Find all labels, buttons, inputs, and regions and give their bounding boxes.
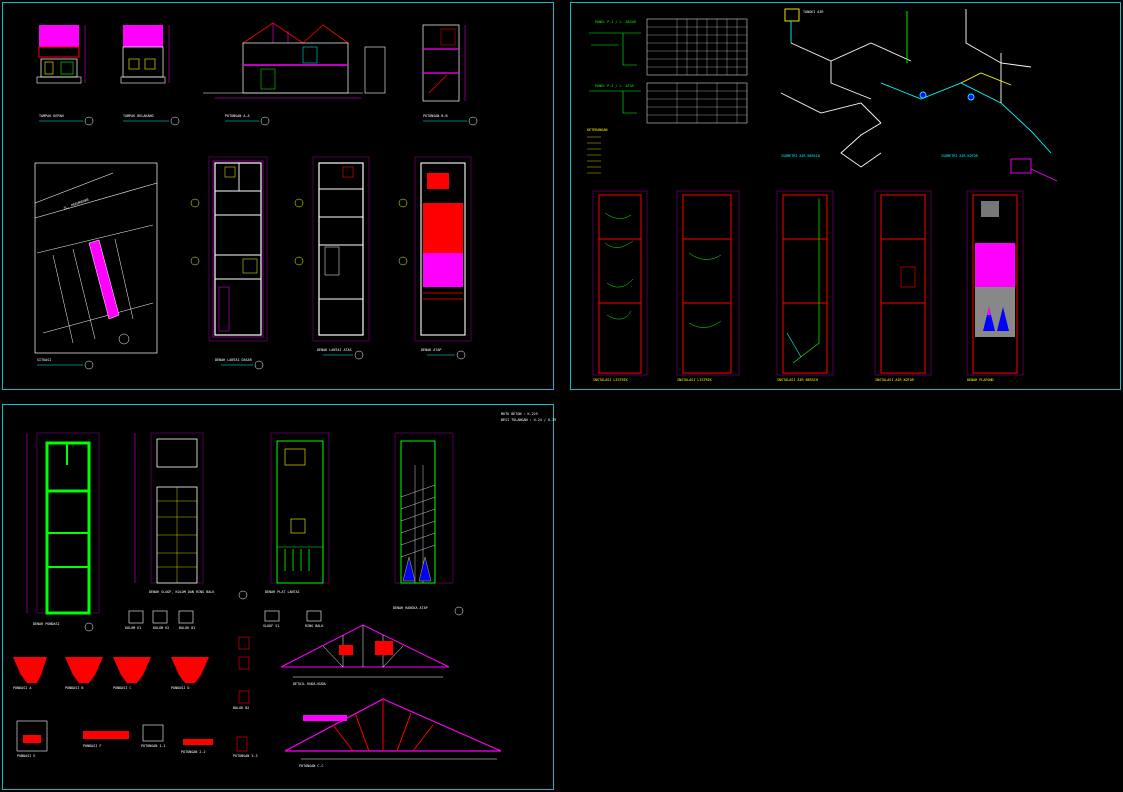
isometric-piping xyxy=(780,8,1058,182)
title-foundation-plan: DENAH PONDASI xyxy=(33,622,60,626)
mep-ceiling-plan xyxy=(966,190,1024,376)
architecture-sheet: TAMPAK DEPAN TAMPAK BELAKANG POTONGAN A-… xyxy=(2,2,554,390)
section-a-a xyxy=(203,22,386,99)
title-truss-detail: DETAIL KUDA-KUDA xyxy=(293,682,326,686)
title-roof-framing: DENAH RANGKA ATAP xyxy=(393,606,428,610)
legend-title: KETERANGAN xyxy=(587,128,608,132)
detail-label-3: PONDASI C xyxy=(113,686,132,690)
title-rear-elevation: TAMPAK BELAKANG xyxy=(123,114,154,118)
foundation-plan xyxy=(26,432,100,632)
water-tank-label: TANGKI AIR xyxy=(803,10,824,14)
electrical-legend xyxy=(587,136,601,174)
title-roof-plan: DENAH ATAP xyxy=(421,348,442,352)
section-c-c-truss xyxy=(284,698,502,760)
title-ground-floor: DENAH LANTAI DASAR xyxy=(215,358,252,362)
mep-floor-plan-3 xyxy=(776,190,834,376)
title-section-c: POTONGAN C-C xyxy=(299,764,324,768)
structure-sheet: MUTU BETON : K-225 BESI TULANGAN : U-24 … xyxy=(2,404,557,790)
roof-framing-plan xyxy=(394,432,464,616)
foundation-details xyxy=(13,657,209,683)
detail-label-12: POTONGAN 1-1 xyxy=(141,744,166,748)
front-elevation xyxy=(36,25,86,84)
structure-drawing xyxy=(13,432,502,760)
panel-schedule-1 xyxy=(589,18,748,76)
sloof-column-plan xyxy=(134,432,248,600)
section-b-b xyxy=(422,24,466,102)
mep-sheet: PANEL P-1 / L. DASAR PANEL P-2 / L. ATAS… xyxy=(570,2,1121,390)
title-mep-plan-3: INSTALASI AIR BERSIH xyxy=(777,378,818,382)
note-rebar: BESI TULANGAN : U-24 / U-39 xyxy=(501,418,557,422)
detail-label-4: PONDASI D xyxy=(171,686,190,690)
title-plate-plan: DENAH PLAT LANTAI xyxy=(265,590,300,594)
plate-floor-plan xyxy=(270,432,330,584)
isometric-waste-water-title: ISOMETRI AIR KOTOR xyxy=(941,154,978,158)
detail-label-2: PONDASI B xyxy=(65,686,84,690)
title-site-plan: SITUASI xyxy=(37,358,52,362)
detail-label-13: POTONGAN 2-2 xyxy=(181,750,206,754)
title-sloof-plan: DENAH SLOOF, KOLOM DAN RING BALK xyxy=(149,590,215,594)
panel-schedule-2 xyxy=(589,82,748,124)
title-mep-plan-4: INSTALASI AIR KOTOR xyxy=(875,378,914,382)
title-upper-floor: DENAH LANTAI ATAS xyxy=(317,348,352,352)
title-markers-row1 xyxy=(39,116,478,126)
title-section-a: POTONGAN A-A xyxy=(225,114,250,118)
title-mep-plan-1: INSTALASI LISTRIK xyxy=(593,378,628,382)
detail-label-8: SLOOF S1 xyxy=(263,624,280,628)
panel-2-title: PANEL P-2 / L. ATAS xyxy=(595,84,634,88)
mep-floor-plan-1 xyxy=(592,190,648,376)
detail-label-9: RING BALK xyxy=(305,624,324,628)
architecture-drawing xyxy=(34,22,478,370)
detail-label-1: PONDASI A xyxy=(13,686,32,690)
detail-label-14: POTONGAN 3-3 xyxy=(233,754,258,758)
mep-drawing xyxy=(587,8,1058,376)
ground-floor-plan xyxy=(190,156,268,370)
panel-1-title: PANEL P-1 / L. DASAR xyxy=(595,20,636,24)
roof-truss-detail xyxy=(280,624,450,678)
note-concrete: MUTU BETON : K-225 xyxy=(501,412,538,416)
rear-elevation xyxy=(120,25,170,84)
roof-plan xyxy=(398,156,472,360)
title-ceiling-plan: DENAH PLAFOND xyxy=(967,378,994,382)
detail-label-11: PONDASI F xyxy=(83,744,102,748)
mep-floor-plan-2 xyxy=(676,190,740,376)
site-plan xyxy=(34,162,158,370)
column-details xyxy=(128,610,322,704)
mep-floor-plan-4 xyxy=(874,190,932,376)
detail-label-6: KOLOM K2 xyxy=(153,626,170,630)
detail-label-15: BALOK B2 xyxy=(233,706,250,710)
upper-floor-plan xyxy=(294,156,370,360)
title-front-elevation: TAMPAK DEPAN xyxy=(39,114,64,118)
title-mep-plan-2: INSTALASI LISTRIK xyxy=(677,378,712,382)
isometric-clean-water-title: ISOMETRI AIR BERSIH xyxy=(781,154,820,158)
bottom-details xyxy=(16,720,248,752)
detail-label-10: PONDASI E xyxy=(17,754,36,758)
title-section-b: POTONGAN B-B xyxy=(423,114,448,118)
detail-label-5: KOLOM K1 xyxy=(125,626,142,630)
detail-label-7: BALOK B1 xyxy=(179,626,196,630)
